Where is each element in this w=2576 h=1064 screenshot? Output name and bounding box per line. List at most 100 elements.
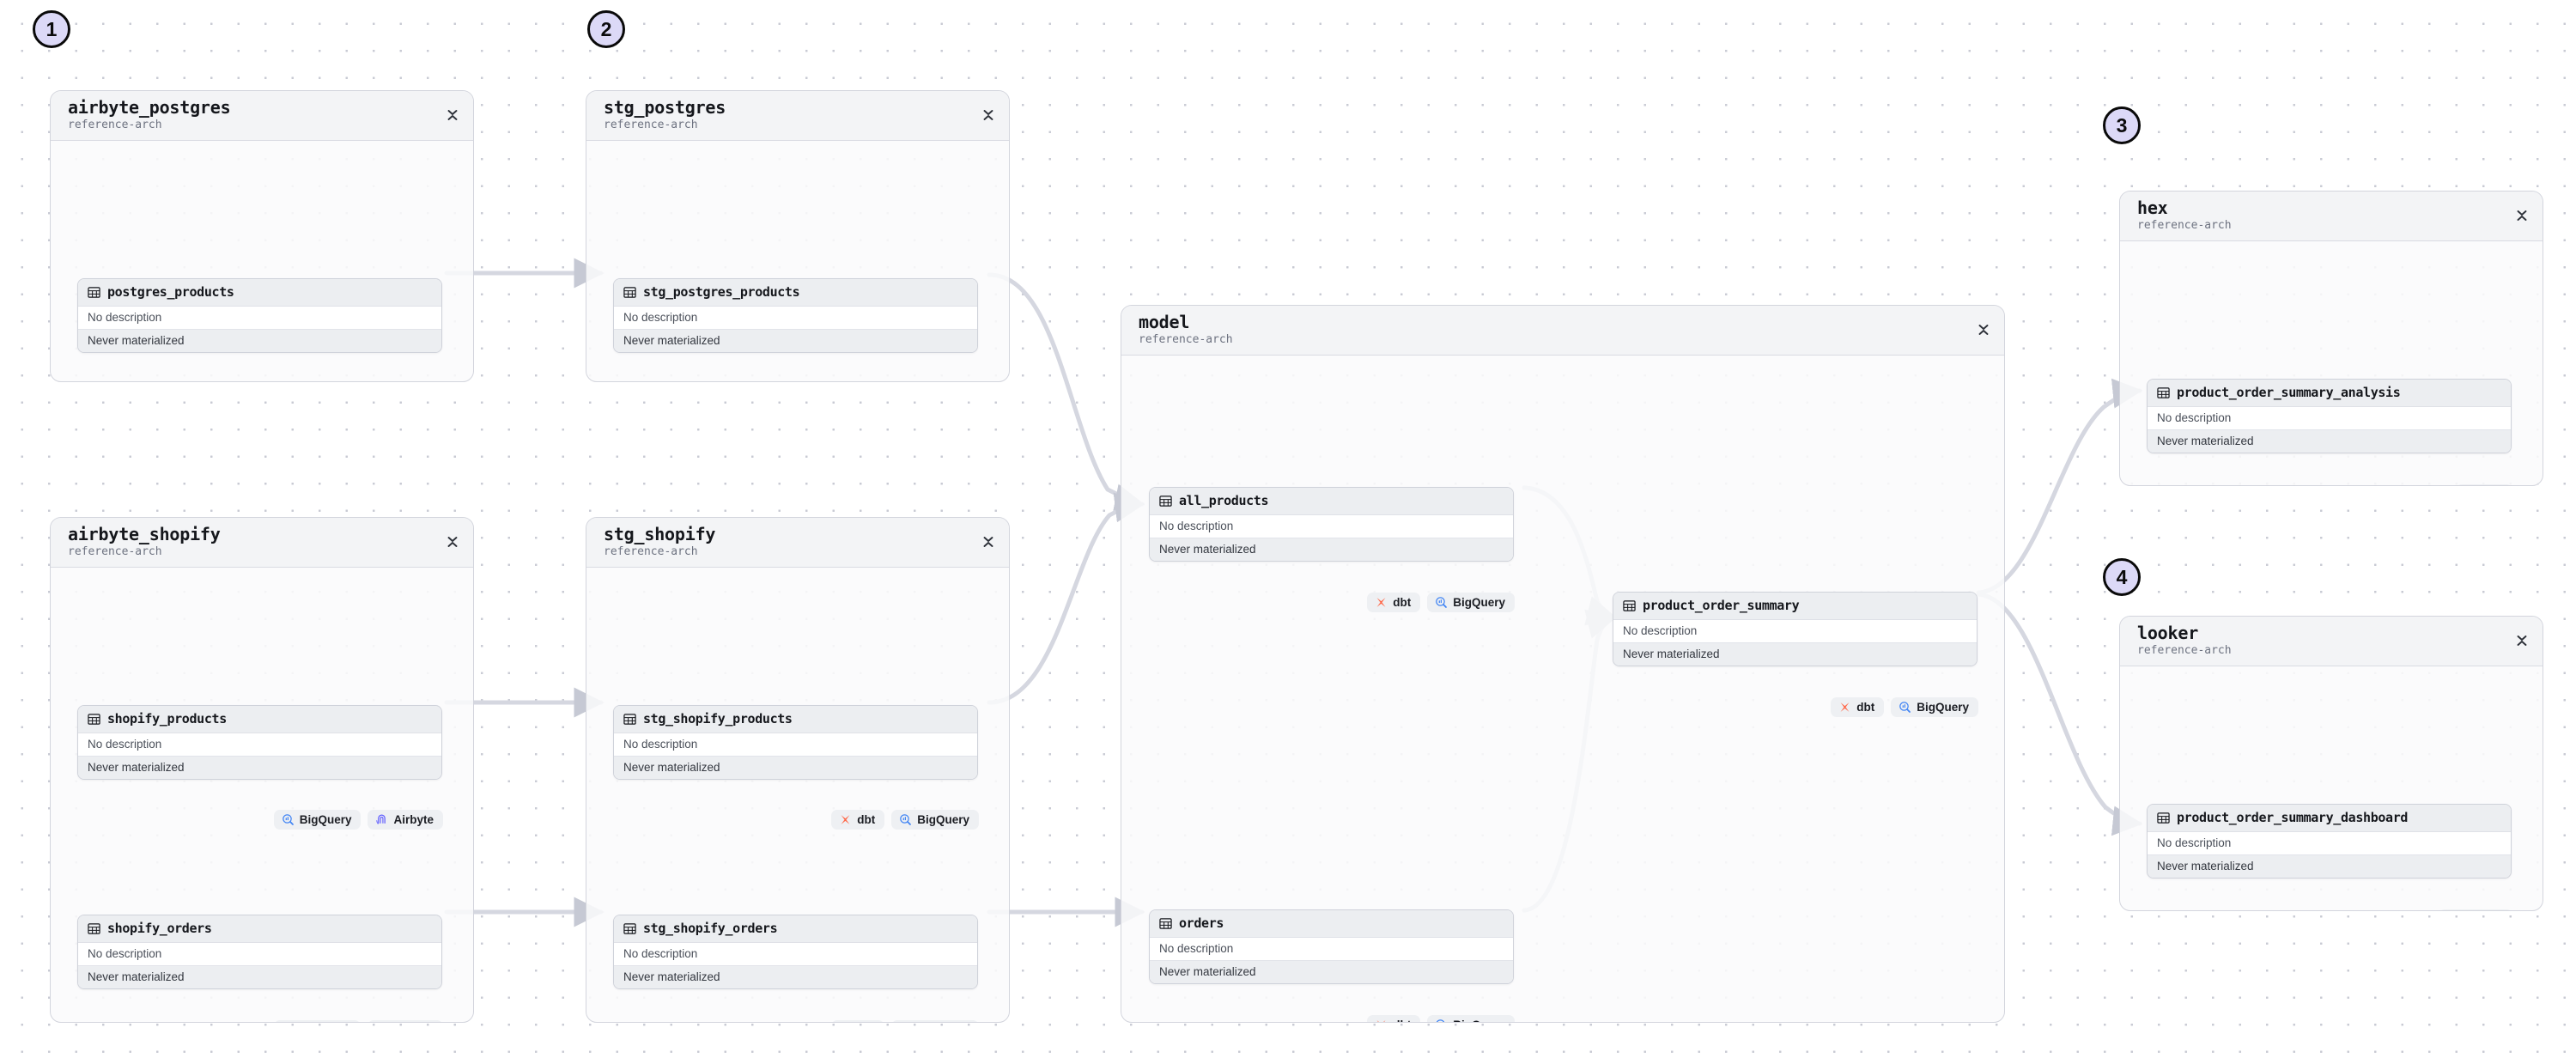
tag-airbyte[interactable]: Airbyte	[368, 1020, 443, 1022]
group-subtitle: reference-arch	[604, 544, 698, 558]
group-title: airbyte_postgres	[68, 97, 231, 118]
tag-row-stg_shopify_orders: dbt BigQuery	[831, 1020, 979, 1022]
group-subtitle: reference-arch	[2137, 218, 2232, 232]
tag-bigquery[interactable]: BigQuery	[273, 1020, 361, 1022]
group-title: model	[1139, 312, 1190, 332]
collapse-chevrons-icon[interactable]	[2516, 208, 2528, 223]
asset-node-header[interactable]: shopify_orders	[78, 915, 441, 943]
asset-node-name: stg_postgres_products	[643, 284, 800, 300]
asset-node-name: product_order_summary	[1643, 598, 1800, 613]
collapse-chevrons-icon[interactable]	[2516, 633, 2528, 648]
asset-node-header[interactable]: stg_shopify_products	[614, 706, 977, 733]
collapse-chevrons-icon[interactable]	[447, 534, 459, 550]
tag-dbt[interactable]: dbt	[831, 1020, 885, 1022]
tag-bigquery[interactable]: BigQuery	[1427, 593, 1515, 612]
collapse-button-hex[interactable]	[2515, 207, 2529, 224]
asset-node-header[interactable]: product_order_summary_dashboard	[2148, 805, 2511, 832]
group-title: stg_shopify	[604, 524, 716, 544]
asset-node-header[interactable]: orders	[1150, 910, 1513, 938]
group-title: looker	[2137, 623, 2199, 643]
asset-node-materialization: Never materialized	[78, 756, 441, 779]
asset-node-header[interactable]: all_products	[1150, 488, 1513, 515]
group-body-airbyte_shopify: shopify_products No description Never mate…	[51, 568, 473, 1022]
collapse-chevrons-icon[interactable]	[982, 107, 994, 123]
tag-label: BigQuery	[1917, 701, 1969, 714]
group-title: hex	[2137, 198, 2168, 218]
collapse-button-stg_postgres[interactable]	[981, 106, 995, 124]
tag-bigquery[interactable]: BigQuery	[1427, 1015, 1515, 1022]
asset-node-header[interactable]: postgres_products	[78, 279, 441, 307]
tag-label: dbt	[1393, 1018, 1411, 1022]
asset-node-description: No description	[1150, 515, 1513, 538]
table-icon	[623, 922, 636, 934]
asset-node-materialization: Never materialized	[1150, 538, 1513, 561]
table-icon	[88, 713, 100, 725]
collapse-button-stg_shopify[interactable]	[981, 533, 995, 550]
collapse-chevrons-icon[interactable]	[982, 534, 994, 550]
tag-airbyte[interactable]: Airbyte	[368, 810, 443, 830]
tag-dbt[interactable]: dbt	[831, 810, 885, 830]
asset-node-description: No description	[1613, 620, 1977, 642]
asset-node-header[interactable]: product_order_summary	[1613, 593, 1977, 620]
tag-bigquery[interactable]: BigQuery	[273, 810, 361, 830]
asset-node-description: No description	[78, 943, 441, 965]
tag-hex[interactable]: HEXHex	[2456, 484, 2512, 485]
tag-dbt[interactable]: dbt	[1831, 697, 1885, 717]
table-icon	[1623, 599, 1636, 611]
asset-node-materialization: Never materialized	[614, 965, 977, 988]
bigquery-icon	[1899, 702, 1911, 713]
collapse-button-airbyte_postgres[interactable]	[446, 106, 459, 124]
tag-row-shopify_orders: BigQuery Airbyte	[273, 1020, 443, 1022]
collapse-button-looker[interactable]	[2515, 632, 2529, 649]
collapse-chevrons-icon[interactable]	[447, 107, 459, 123]
tag-dbt[interactable]: dbt	[1367, 593, 1421, 612]
asset-node-header[interactable]: stg_postgres_products	[614, 279, 977, 307]
tag-bigquery[interactable]: BigQuery	[1891, 697, 1978, 717]
step-badge-3: 3	[2103, 106, 2141, 144]
asset-node-header[interactable]: product_order_summary_analysis	[2148, 380, 2511, 407]
step-badge-2: 2	[587, 10, 625, 48]
tag-dbt[interactable]: dbt	[1367, 1015, 1421, 1022]
tag-bigquery[interactable]: BigQuery	[891, 810, 979, 830]
collapse-button-airbyte_shopify[interactable]	[446, 533, 459, 550]
tag-looker[interactable]: Looker	[2438, 909, 2512, 910]
asset-node-materialization: Never materialized	[1613, 642, 1977, 666]
tag-bigquery[interactable]: BigQuery	[891, 1020, 979, 1022]
step-badge-1: 1	[33, 10, 70, 48]
asset-node-header[interactable]: stg_shopify_orders	[614, 915, 977, 943]
collapse-chevrons-icon[interactable]	[1978, 322, 1990, 337]
table-icon	[623, 713, 636, 725]
asset-node-header[interactable]: shopify_products	[78, 706, 441, 733]
asset-node-materialization: Never materialized	[2148, 854, 2511, 878]
collapse-button-model[interactable]	[1977, 321, 1990, 338]
asset-node-name: postgres_products	[107, 284, 234, 300]
